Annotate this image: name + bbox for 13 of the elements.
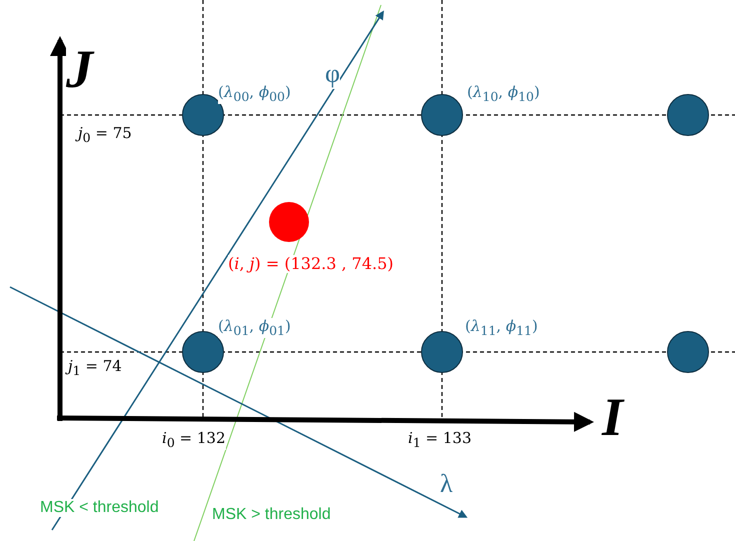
- sample-point: [269, 202, 309, 242]
- coordinate-label: (λ$_{00}$, ϕ$_{00}$): [218, 84, 291, 104]
- tick-label: i$_{0}$ = 132: [162, 430, 226, 450]
- coordinate-label: (λ$_{11}$, ϕ$_{11}$): [465, 318, 538, 338]
- grid-point: [667, 94, 709, 136]
- tick-label: i$_{1}$ = 133: [408, 430, 472, 450]
- coordinate-label: (λ$_{10}$, ϕ$_{10}$): [467, 84, 540, 104]
- grid-point: [421, 94, 463, 136]
- coordinate-label: (λ$_{01}$, ϕ$_{01}$): [218, 318, 291, 338]
- grid-point: [667, 331, 709, 373]
- threshold-label: MSK < threshold: [40, 499, 159, 517]
- coordinate-label: (i, j) = (132.3 , 74.5): [228, 255, 394, 273]
- grid-point: [421, 331, 463, 373]
